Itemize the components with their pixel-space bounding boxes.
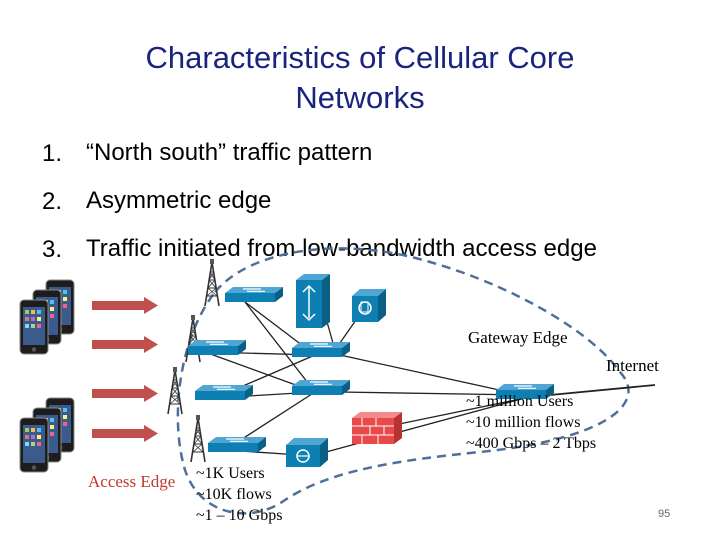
title-line-2: Networks <box>295 80 425 115</box>
access-stat-bandwidth: ~1 – 10 Gbps <box>196 507 283 524</box>
arrow-icon <box>92 336 158 353</box>
bullet-number: 3. <box>42 236 63 263</box>
load-balancer-icon <box>296 274 330 328</box>
switch-icon <box>291 341 351 358</box>
switch-icon <box>291 379 351 396</box>
bullet-item-2: 2. Asymmetric edge <box>42 188 271 216</box>
core-stat-flows: ~10 million flows <box>466 414 581 431</box>
internet-label: Internet <box>606 356 659 375</box>
bullet-number: 2. <box>42 188 63 215</box>
access-stat-flows: ~10K flows <box>196 486 272 503</box>
access-stat-users: ~1K Users <box>196 465 265 482</box>
page-number: 95 <box>658 508 671 520</box>
access-edge-label: Access Edge <box>88 472 176 491</box>
access-stats: ~1K Users ~10K flows ~1 – 10 Gbps <box>196 463 282 526</box>
core-stats: ~1 million Users ~10 million flows ~400 … <box>466 391 596 454</box>
gateway-edge-label: Gateway Edge <box>468 328 568 347</box>
bullet-text: Asymmetric edge <box>86 187 272 214</box>
smartphone-icon <box>19 417 49 473</box>
core-stat-bandwidth: ~400 Gbps – 2 Tbps <box>466 435 597 452</box>
bullet-text: “North south” traffic pattern <box>86 139 373 166</box>
arrow-icon <box>92 385 158 402</box>
core-stat-users: ~1 million Users <box>466 393 574 410</box>
core-boundary <box>176 247 630 515</box>
slide-title: Characteristics of Cellular Core Network… <box>60 38 660 118</box>
switch-icon <box>224 286 284 303</box>
arrow-icon <box>92 297 158 314</box>
switch-icon <box>194 384 254 401</box>
switch-icon <box>187 339 247 356</box>
switch-icon <box>207 436 267 453</box>
title-line-1: Characteristics of Cellular Core <box>145 40 575 75</box>
router-icon <box>286 438 328 467</box>
firewall-icon <box>352 412 402 444</box>
traffic-arrows <box>92 297 158 442</box>
cell-tower-icon <box>204 258 220 307</box>
bullet-item-1: 1. “North south” traffic pattern <box>42 140 372 168</box>
bullet-number: 1. <box>42 140 63 167</box>
cache-icon <box>352 289 386 322</box>
cell-tower-icon <box>190 414 206 463</box>
smartphone-icon <box>19 299 49 355</box>
arrow-icon <box>92 425 158 442</box>
cell-tower-icon <box>167 366 183 415</box>
